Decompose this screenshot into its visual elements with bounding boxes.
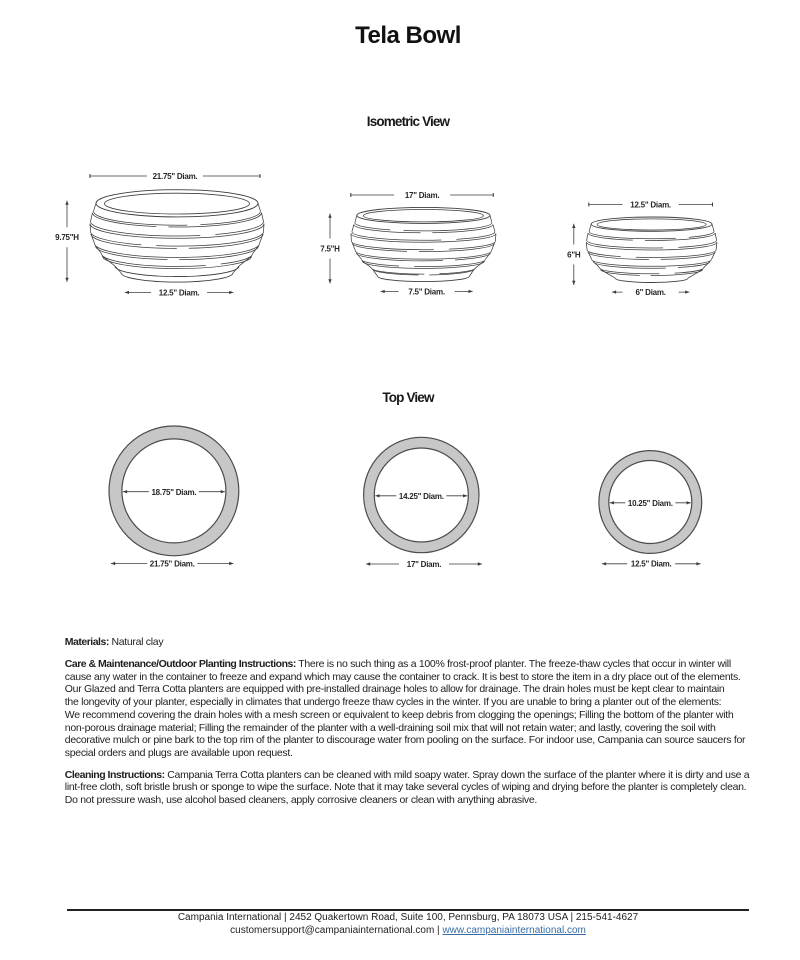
svg-text:17" Diam.: 17" Diam.	[405, 191, 439, 200]
svg-text:7.5" Diam.: 7.5" Diam.	[408, 287, 444, 296]
svg-text:12.5" Diam.: 12.5" Diam.	[631, 560, 672, 569]
svg-text:10.25" Diam.: 10.25" Diam.	[628, 499, 673, 508]
svg-text:14.25" Diam.: 14.25" Diam.	[399, 492, 444, 501]
svg-text:12.5" Diam.: 12.5" Diam.	[630, 200, 671, 209]
svg-text:18.75" Diam.: 18.75" Diam.	[151, 488, 196, 497]
svg-text:7.5"H: 7.5"H	[320, 244, 340, 253]
svg-text:12.5" Diam.: 12.5" Diam.	[159, 288, 200, 297]
svg-text:9.75"H: 9.75"H	[55, 233, 79, 242]
svg-text:21.75" Diam.: 21.75" Diam.	[150, 559, 195, 568]
svg-text:21.75" Diam.: 21.75" Diam.	[153, 172, 198, 181]
svg-text:6" Diam.: 6" Diam.	[635, 288, 665, 297]
svg-text:6"H: 6"H	[567, 250, 581, 259]
svg-text:17" Diam.: 17" Diam.	[407, 560, 441, 569]
